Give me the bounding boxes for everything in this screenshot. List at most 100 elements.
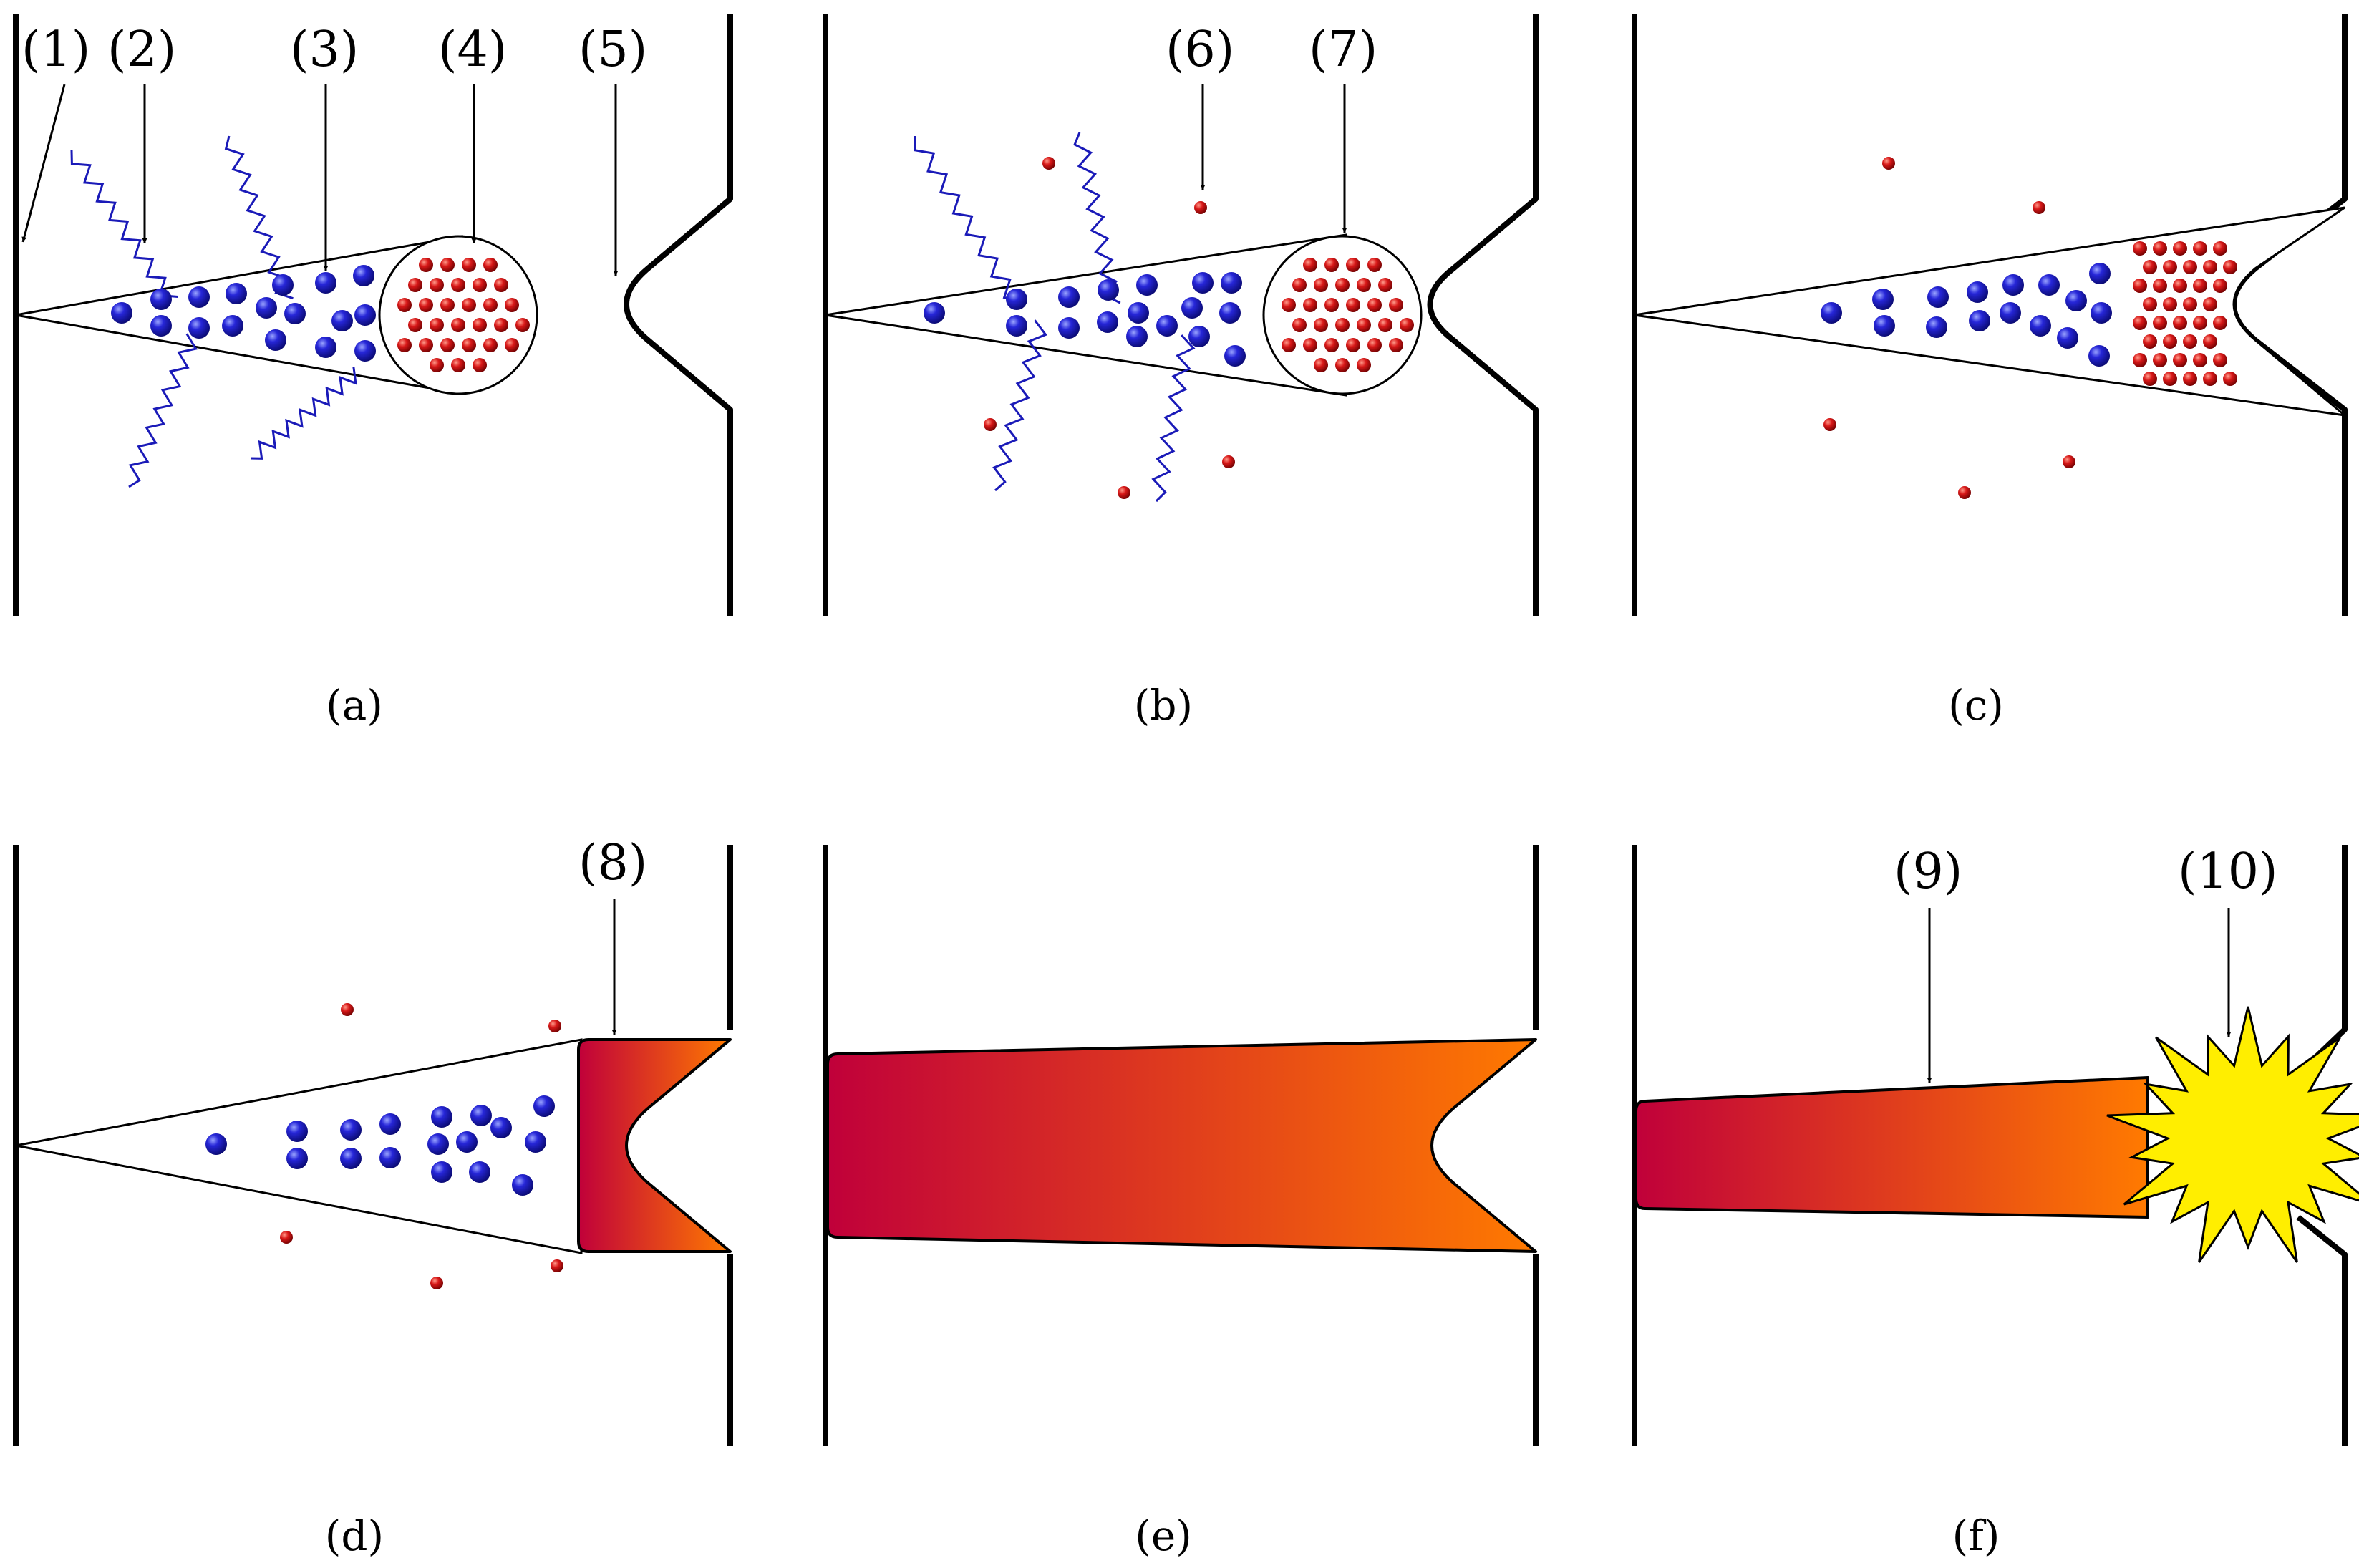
small-particle xyxy=(1335,278,1350,292)
small-particle xyxy=(1303,258,1317,272)
small-particle xyxy=(1324,298,1339,312)
small-particle xyxy=(419,258,433,272)
compressed-region-sphere xyxy=(378,235,538,395)
small-particle xyxy=(430,318,444,332)
large-particle xyxy=(284,303,306,324)
callout-3-label: (3) xyxy=(290,21,359,78)
callout-arrows xyxy=(1200,84,1347,233)
panel-c: (c) xyxy=(1632,14,2348,730)
caption-b: (b) xyxy=(1134,681,1193,730)
large-particle xyxy=(2000,302,2021,324)
small-particle xyxy=(2173,353,2187,367)
callout-7-label: (7) xyxy=(1309,21,1377,78)
radiation-ray xyxy=(992,319,1047,492)
small-particle xyxy=(1222,455,1235,468)
large-particle xyxy=(286,1121,308,1142)
small-particle xyxy=(1303,298,1317,312)
caption-e: (e) xyxy=(1135,1511,1192,1560)
small-particle xyxy=(1324,258,1339,272)
large-particle xyxy=(354,304,376,326)
small-particle xyxy=(2133,353,2147,367)
panel-e: (e) xyxy=(823,845,1539,1560)
large-particle xyxy=(2057,327,2078,349)
small-particle xyxy=(1378,318,1392,332)
radiation-ray xyxy=(224,135,294,300)
caption-f: (f) xyxy=(1952,1511,2000,1560)
large-particle xyxy=(111,302,132,324)
small-particle xyxy=(1314,318,1328,332)
large-particle xyxy=(1126,326,1148,347)
large-particle xyxy=(1872,289,1894,310)
small-particle xyxy=(1346,298,1360,312)
large-particles xyxy=(111,265,376,362)
large-particle xyxy=(469,1161,490,1183)
small-particle xyxy=(2193,279,2207,293)
small-particle xyxy=(551,1259,563,1272)
small-particle xyxy=(984,418,997,431)
small-particle xyxy=(1882,157,1895,170)
small-particle xyxy=(2193,241,2207,256)
small-particles xyxy=(280,1003,563,1289)
small-particle xyxy=(2213,241,2227,256)
plasma-column xyxy=(1634,1076,2149,1219)
radiation-ray xyxy=(1151,334,1196,503)
small-particle xyxy=(1042,157,1055,170)
large-particle xyxy=(188,317,210,339)
callout-10-label: (10) xyxy=(2178,843,2278,900)
large-particle xyxy=(1967,281,1988,303)
small-particle xyxy=(462,258,476,272)
right-wall-with-dent xyxy=(2231,14,2348,616)
small-particle xyxy=(2223,372,2237,386)
small-particle xyxy=(1314,278,1328,292)
small-particle xyxy=(2213,279,2227,293)
large-particle xyxy=(1128,302,1149,324)
caption-c: (c) xyxy=(1948,681,2004,730)
caption-d: (d) xyxy=(325,1511,384,1560)
small-particle xyxy=(1389,298,1403,312)
small-particle xyxy=(2193,353,2207,367)
small-particle xyxy=(2153,279,2167,293)
right-wall-with-dent xyxy=(1427,14,1539,616)
small-particle xyxy=(408,318,422,332)
large-particles xyxy=(205,1095,555,1196)
large-particle xyxy=(2088,345,2110,367)
large-particle xyxy=(150,315,172,337)
small-particle xyxy=(1823,418,1836,431)
flash-burst xyxy=(2106,1006,2359,1263)
small-particle xyxy=(1378,278,1392,292)
large-particle xyxy=(1821,302,1842,324)
small-particle xyxy=(2183,372,2197,386)
callout-arrows xyxy=(1927,908,2232,1083)
small-particle xyxy=(1282,298,1296,312)
small-particle xyxy=(430,1277,443,1289)
small-particle xyxy=(2063,455,2075,468)
compressed-region-sphere xyxy=(1262,235,1423,395)
radiation-ray xyxy=(128,333,198,488)
small-particle xyxy=(1314,358,1328,372)
large-particle xyxy=(431,1106,452,1128)
large-particle xyxy=(490,1117,512,1138)
small-particle xyxy=(1357,278,1371,292)
large-particle xyxy=(512,1174,533,1196)
large-particle xyxy=(1156,315,1178,337)
small-particle xyxy=(1346,258,1360,272)
small-particle xyxy=(2153,316,2167,330)
large-particle xyxy=(1219,302,1241,324)
large-particle xyxy=(1188,326,1210,347)
small-particle xyxy=(1400,318,1414,332)
small-particle xyxy=(2143,372,2157,386)
small-particle xyxy=(2193,316,2207,330)
large-particle xyxy=(353,265,374,286)
large-particle xyxy=(2091,302,2112,324)
large-particle xyxy=(2002,274,2024,296)
large-particle xyxy=(272,274,294,296)
plasma-slug xyxy=(577,1038,732,1253)
small-particle xyxy=(419,338,433,352)
large-particle xyxy=(2089,263,2111,284)
large-particle xyxy=(1224,345,1246,367)
large-particle xyxy=(1926,316,1947,338)
small-particle xyxy=(1335,358,1350,372)
small-particle xyxy=(2033,201,2045,214)
callout-5-label: (5) xyxy=(578,21,647,78)
small-particle xyxy=(440,338,455,352)
